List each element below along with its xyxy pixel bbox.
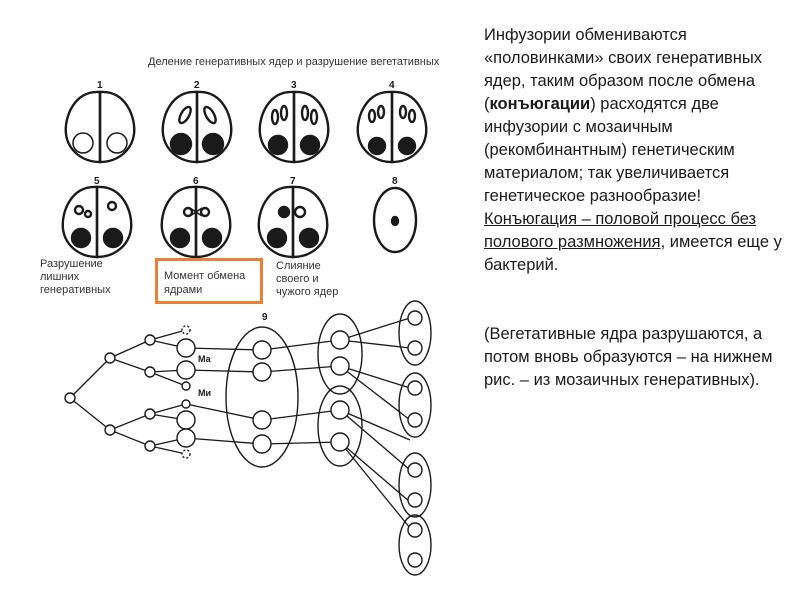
stage-number-6: 6 (193, 176, 199, 187)
stage-number-7: 7 (290, 176, 296, 187)
caption-top: Деление генеративных ядер и разрушение в… (148, 56, 440, 68)
lineage-scheme (69, 317, 411, 529)
label-fusion: Слияние своего и чужого ядер (276, 260, 339, 298)
stage-number-8: 8 (392, 176, 398, 187)
stage-6-cells (160, 185, 232, 259)
stage-number-5: 5 (94, 176, 100, 187)
stage-number-1: 1 (97, 80, 103, 91)
mi-label: Ми (198, 388, 211, 398)
stage-2-cells (161, 90, 233, 164)
stage-number-3: 3 (291, 80, 297, 91)
stage-8-cell (372, 186, 418, 254)
stage-number-4: 4 (389, 80, 395, 91)
ma-label: Ма (198, 354, 212, 364)
paragraph-3: (Вегетативные ядра разрушаются, а потом … (484, 325, 773, 389)
stage-3-cells (258, 90, 330, 164)
stage-4-cells (356, 90, 428, 164)
exchange-highlight-box: Момент обмена ядрами (155, 258, 263, 304)
paragraph-1: Инфузории обмениваются «половинками» сво… (484, 26, 763, 205)
paragraph-2: Конъюгация – половой процесс без половог… (484, 210, 782, 274)
stage-1-cells (64, 90, 136, 164)
stage-7-cells (257, 185, 329, 259)
conjugation-term: конъюгации (489, 95, 591, 113)
definition-underlined: Конъюгация – половой процесс без половог… (484, 210, 757, 251)
lineage-nodes (64, 300, 432, 576)
label-destruction: Разрушение лишних генеративных (40, 258, 111, 296)
label-exchange: Момент обмена ядрами (164, 270, 246, 296)
scheme-number: 9 (262, 312, 268, 323)
stage-number-2: 2 (194, 80, 200, 91)
explanation-text: Инфузории обмениваются «половинками» сво… (484, 24, 784, 392)
stage-5-cells (61, 185, 133, 259)
